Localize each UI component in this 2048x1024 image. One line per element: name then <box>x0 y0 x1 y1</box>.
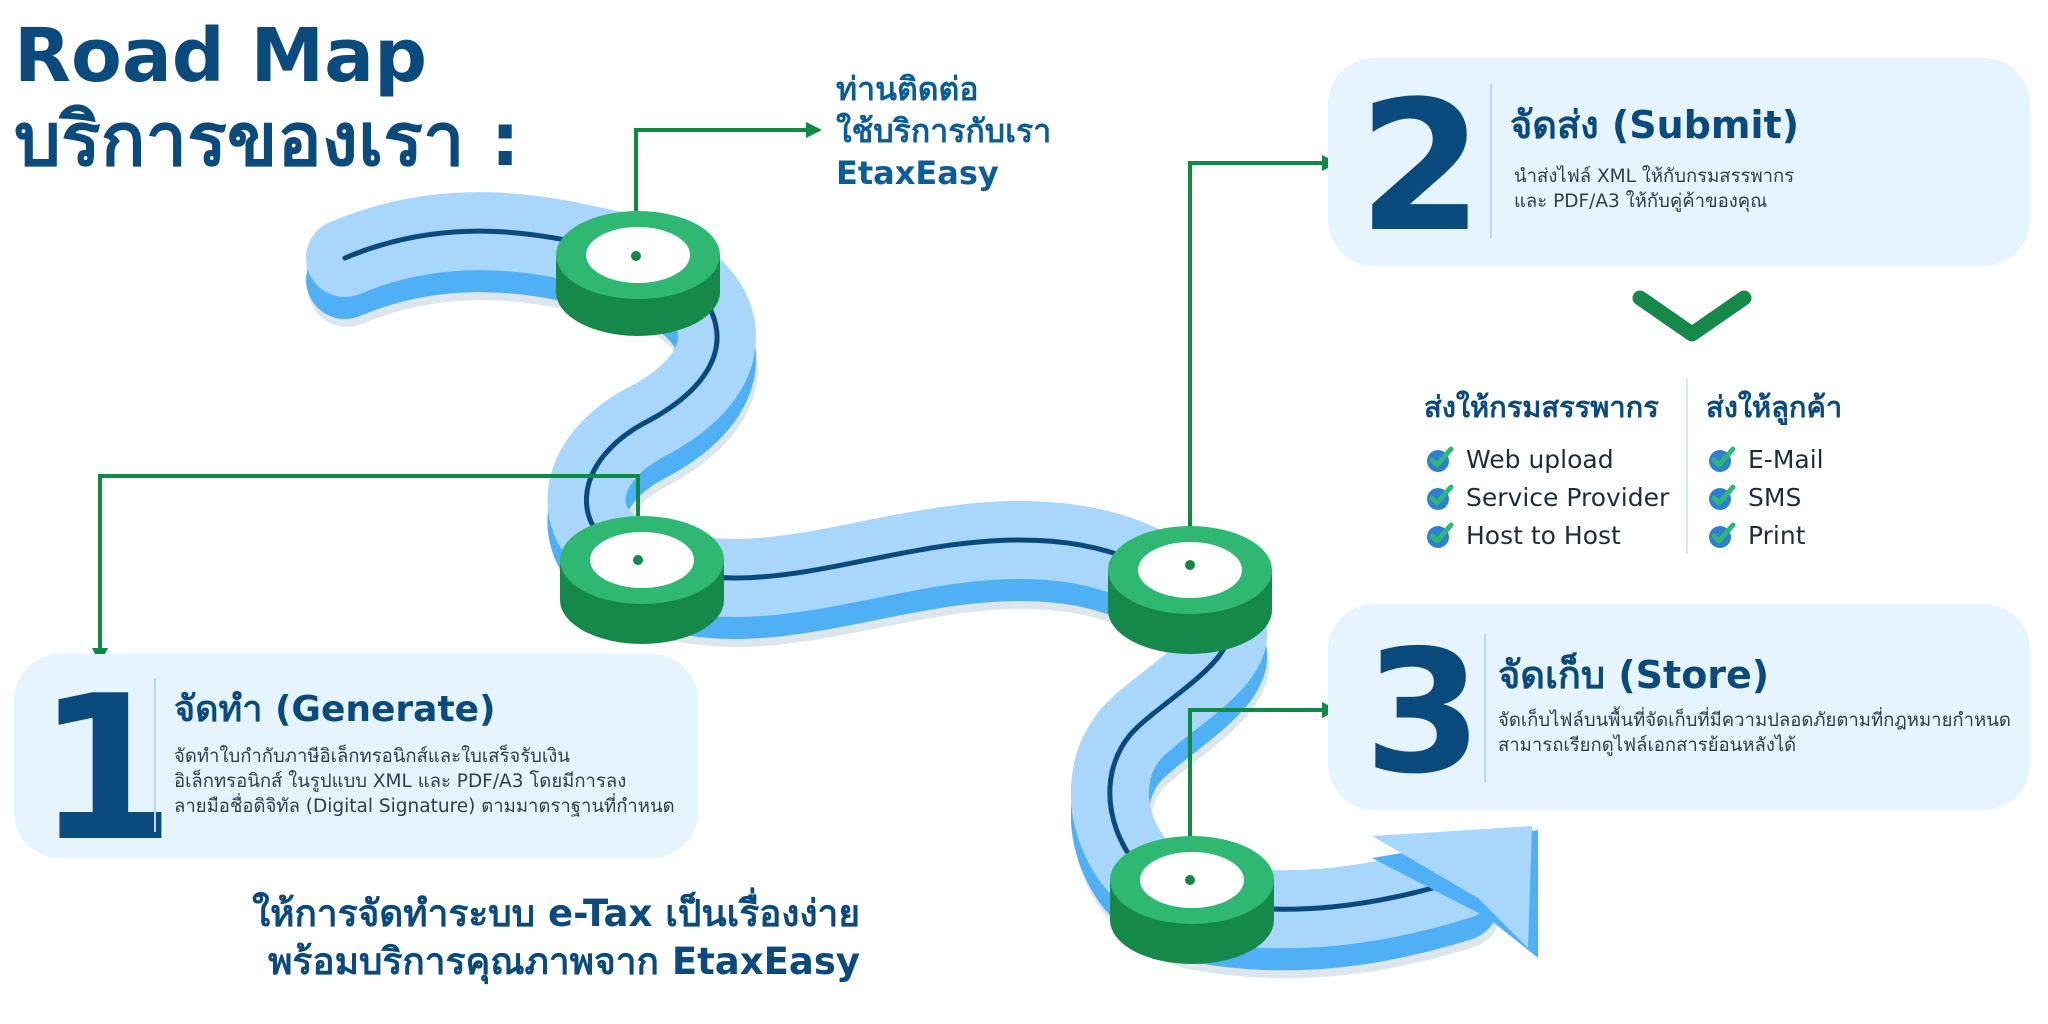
customer-list: ส่งให้ลูกค้า E-Mail SMS Print <box>1706 384 1842 554</box>
step-2-divider <box>1490 84 1492 238</box>
step-1-desc-line: อิเล็กทรอนิกส์ ในรูปแบบ XML และ PDF/A3 โ… <box>174 771 627 792</box>
list-item: E-Mail <box>1706 440 1842 478</box>
list-item-label: Web upload <box>1466 444 1614 474</box>
check-circle-icon <box>1709 522 1736 548</box>
step-1-divider <box>154 678 156 832</box>
step-3-number: 3 <box>1364 614 1483 812</box>
check-circle-icon <box>1427 522 1454 548</box>
step-2-description: นำส่งไฟล์ XML ให้กับกรมสรรพากร และ PDF/A… <box>1514 164 1794 214</box>
step-1-heading: จัดทำ (Generate) <box>174 689 496 730</box>
step-1-desc-line: จัดทำใบกำกับภาษีอิเล็กทรอนิกส์และใบเสร็จ… <box>174 746 570 767</box>
page-title-line2: บริการของเรา : <box>14 97 520 183</box>
list-item: SMS <box>1706 478 1842 516</box>
check-circle-icon <box>1709 484 1736 510</box>
node-3 <box>1108 526 1272 654</box>
step-3-card: 3 จัดเก็บ (Store) จัดเก็บไฟล์บนพื้นที่จั… <box>1328 604 2030 810</box>
node-1 <box>556 211 720 336</box>
step-2-heading: จัดส่ง (Submit) <box>1510 103 1800 147</box>
step-3-divider <box>1484 634 1486 782</box>
road-arrow-icon <box>1372 826 1538 958</box>
tagline: ให้การจัดทำระบบ e-Tax เป็นเรื่องง่าย พร้… <box>240 890 860 986</box>
revenue-dept-list: ส่งให้กรมสรรพากร Web upload Service Prov… <box>1424 384 1669 554</box>
step-3-desc-line: สามารถเรียกดูไฟล์เอกสารย้อนหลังได้ <box>1498 735 1797 756</box>
list-item-label: Service Provider <box>1466 482 1670 512</box>
step-2-desc-line: และ PDF/A3 ให้กับคู่ค้าของคุณ <box>1514 191 1768 212</box>
step-3-heading: จัดเก็บ (Store) <box>1498 653 1770 697</box>
node-4 <box>1110 836 1274 964</box>
step-1-desc-line: ลายมือชื่อดิจิทัล (Digital Signature) ตา… <box>174 796 675 817</box>
step-3-description: จัดเก็บไฟล์บนพื้นที่จัดเก็บที่มีความปลอด… <box>1498 708 2011 758</box>
node-2 <box>560 516 724 644</box>
step-1-card: 1 จัดทำ (Generate) จัดทำใบกำกับภาษีอิเล็… <box>14 654 698 870</box>
contact-line3: EtaxEasy <box>836 154 999 192</box>
check-circle-icon <box>1427 446 1454 472</box>
list-item: Print <box>1706 516 1842 554</box>
list-item: Service Provider <box>1424 478 1669 516</box>
list-item-label: Print <box>1748 520 1806 550</box>
tagline-line2: พร้อมบริการคุณภาพจาก EtaxEasy <box>268 940 860 983</box>
revenue-dept-heading: ส่งให้กรมสรรพากร <box>1424 390 1659 424</box>
step-2-card: 2 จัดส่ง (Submit) นำส่งไฟล์ XML ให้กับกร… <box>1328 58 2030 266</box>
chevron-down-icon <box>1632 290 1752 342</box>
list-item: Web upload <box>1424 440 1669 478</box>
step-2-desc-line: นำส่งไฟล์ XML ให้กับกรมสรรพากร <box>1514 166 1795 187</box>
list-item-label: E-Mail <box>1748 444 1824 474</box>
contact-line2: ใช้บริการกับเรา <box>836 112 1052 150</box>
step-3-desc-line: จัดเก็บไฟล์บนพื้นที่จัดเก็บที่มีความปลอด… <box>1498 710 2011 731</box>
list-divider <box>1686 378 1688 554</box>
check-circle-icon <box>1427 484 1454 510</box>
step-1-description: จัดทำใบกำกับภาษีอิเล็กทรอนิกส์และใบเสร็จ… <box>174 744 675 819</box>
page-title: Road Map บริการของเรา : <box>14 14 520 182</box>
contact-callout: ท่านติดต่อ ใช้บริการกับเรา EtaxEasy <box>836 68 1051 194</box>
list-item-label: SMS <box>1748 482 1802 512</box>
contact-line1: ท่านติดต่อ <box>836 70 979 108</box>
list-item: Host to Host <box>1424 516 1669 554</box>
tagline-line1: ให้การจัดทำระบบ e-Tax เป็นเรื่องง่าย <box>252 892 860 935</box>
step-2-number: 2 <box>1358 63 1484 272</box>
step-1-number: 1 <box>36 653 176 886</box>
list-item-label: Host to Host <box>1466 520 1621 550</box>
page-title-line1: Road Map <box>14 13 428 99</box>
check-circle-icon <box>1709 446 1736 472</box>
customer-heading: ส่งให้ลูกค้า <box>1706 390 1843 424</box>
